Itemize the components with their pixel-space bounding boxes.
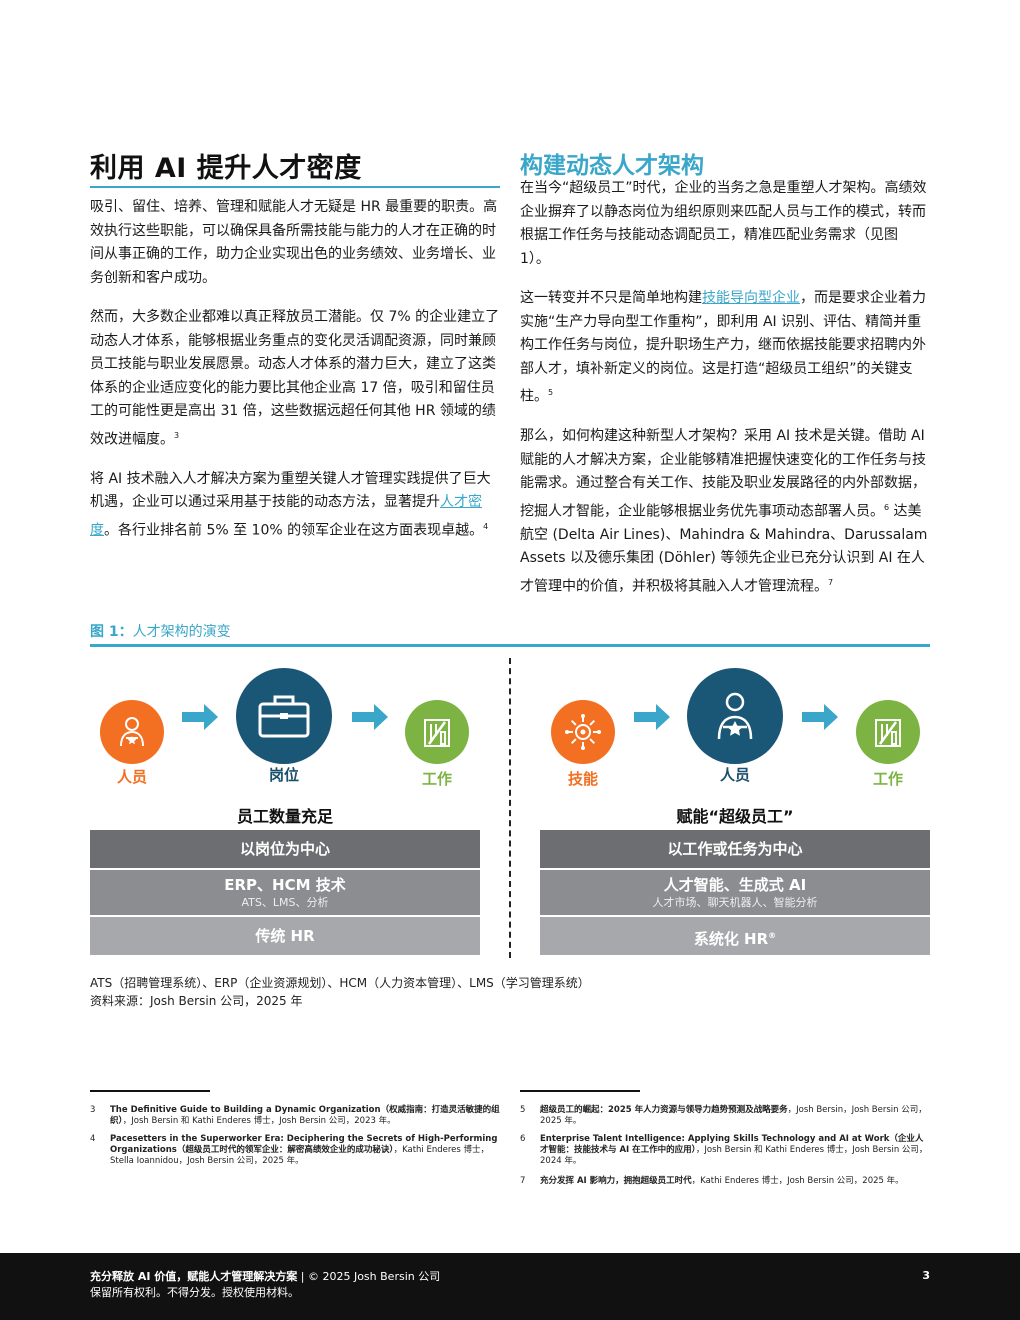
bar-tier-1: 以工作或任务为中心: [540, 830, 930, 868]
diagram-traditional: 人员 岗位 工作 员工数量充足 以岗位为中心 ERP、HCM 技术 ATS、LM…: [90, 660, 500, 960]
label-position: 岗位: [268, 766, 299, 784]
right-paragraph-2: 这一转变并不只是简单地构建技能导向型企业，而是要求企业着力实施“生产力导向型工作…: [520, 290, 926, 405]
right-heading: 构建动态人才架构: [520, 153, 704, 179]
label-people: 人员: [116, 768, 147, 786]
figure-divider: [509, 658, 511, 958]
footer-title: 充分释放 AI 价值，赋能人才管理解决方案: [90, 1270, 298, 1283]
footnote-5: 5 超级员工的崛起：2025 年人力资源与领导力趋势预测及战略要务，Josh B…: [520, 1105, 927, 1126]
talent-density-link[interactable]: 人才密度: [90, 494, 482, 539]
label-people-center: 人员: [719, 766, 750, 784]
footnote-7: 7 充分发挥 AI 影响力，拥抱超级员工时代，Kathi Enderes 博士，…: [520, 1176, 904, 1186]
bar-tier-1: 以岗位为中心: [90, 830, 480, 868]
label-work: 工作: [421, 770, 452, 788]
left-heading: 利用 AI 提升人才密度: [90, 153, 362, 184]
label-skills: 技能: [567, 770, 598, 788]
arrow-right-icon: [802, 704, 838, 730]
tools-icon: [856, 700, 920, 764]
arrow-right-icon: [182, 704, 218, 730]
page-number: 3: [922, 1269, 930, 1282]
heading-rule: [90, 186, 500, 188]
arrow-right-icon: [352, 704, 388, 730]
right-paragraph-3: 那么，如何构建这种新型人才架构？采用 AI 技术是关键。借助 AI 赋能的人才解…: [520, 428, 928, 595]
briefcase-icon: [236, 668, 332, 764]
abbreviations: ATS（招聘管理系统）、ERP（企业资源规划）、HCM（人力资本管理）、LMS（…: [90, 976, 590, 990]
diagram-subhead: 员工数量充足: [236, 807, 333, 826]
footnote-3: 3 The Definitive Guide to Building a Dyn…: [90, 1105, 500, 1126]
bar-tier-2: ERP、HCM 技术 ATS、LMS、分析: [90, 870, 480, 915]
figure-notes: ATS（招聘管理系统）、ERP（企业资源规划）、HCM（人力资本管理）、LMS（…: [90, 974, 590, 1010]
bar-tier-2: 人才智能、生成式 AI 人才市场、聊天机器人、智能分析: [540, 870, 930, 915]
footer-copyright: | © 2025 Josh Bersin 公司: [297, 1270, 441, 1283]
bar-tier-3: 传统 HR: [90, 917, 480, 955]
diagram-dynamic: 技能 人员 工作 赋能“超级员工” 以工作或任务为中心 人才智能、生成式 AI …: [540, 660, 930, 960]
footnote-6: 6 Enterprise Talent Intelligence: Applyi…: [520, 1134, 928, 1166]
skills-based-org-link[interactable]: 技能导向型企业: [702, 290, 800, 306]
footnote-4: 4 Pacesetters in the Superworker Era: De…: [90, 1134, 498, 1166]
skills-gear-icon: [551, 700, 615, 764]
right-paragraph-1: 在当今“超级员工”时代，企业的当务之急是重塑人才架构。高绩效企业摒弃了以静态岗位…: [520, 180, 927, 267]
person-icon: [100, 700, 164, 764]
right-column: 在当今“超级员工”时代，企业的当务之急是重塑人才架构。高绩效企业摒弃了以静态岗位…: [520, 177, 930, 615]
bar-tier-3: 系统化 HR®: [540, 917, 930, 955]
left-column: 吸引、留住、培养、管理和赋能人才无疑是 HR 最重要的职责。高效执行这些职能，可…: [90, 196, 500, 559]
page-footer: 充分释放 AI 价值，赋能人才管理解决方案 | © 2025 Josh Bers…: [0, 1253, 1020, 1320]
superworker-icon: [687, 668, 783, 764]
figure-rule: [90, 644, 930, 647]
tools-icon: [405, 700, 469, 764]
footer-rights: 保留所有权利。不得分发。授权使用材料。: [90, 1286, 299, 1299]
source: 资料来源：Josh Bersin 公司，2025 年: [90, 994, 303, 1008]
label-work: 工作: [872, 770, 903, 788]
left-paragraph-3: 将 AI 技术融入人才解决方案为重塑关键人才管理实践提供了巨大机遇，企业可以通过…: [90, 470, 491, 539]
left-paragraph-2: 然而，大多数企业都难以真正释放员工潜能。仅 7% 的企业建立了动态人才体系，能够…: [90, 309, 500, 448]
left-paragraph-1: 吸引、留住、培养、管理和赋能人才无疑是 HR 最重要的职责。高效执行这些职能，可…: [90, 199, 498, 286]
footnote-rule: [90, 1090, 210, 1092]
footnote-rule: [520, 1090, 640, 1092]
figure-title: 图 1：人才架构的演变: [90, 624, 231, 640]
arrow-right-icon: [634, 704, 670, 730]
diagram-subhead: 赋能“超级员工”: [676, 807, 794, 826]
